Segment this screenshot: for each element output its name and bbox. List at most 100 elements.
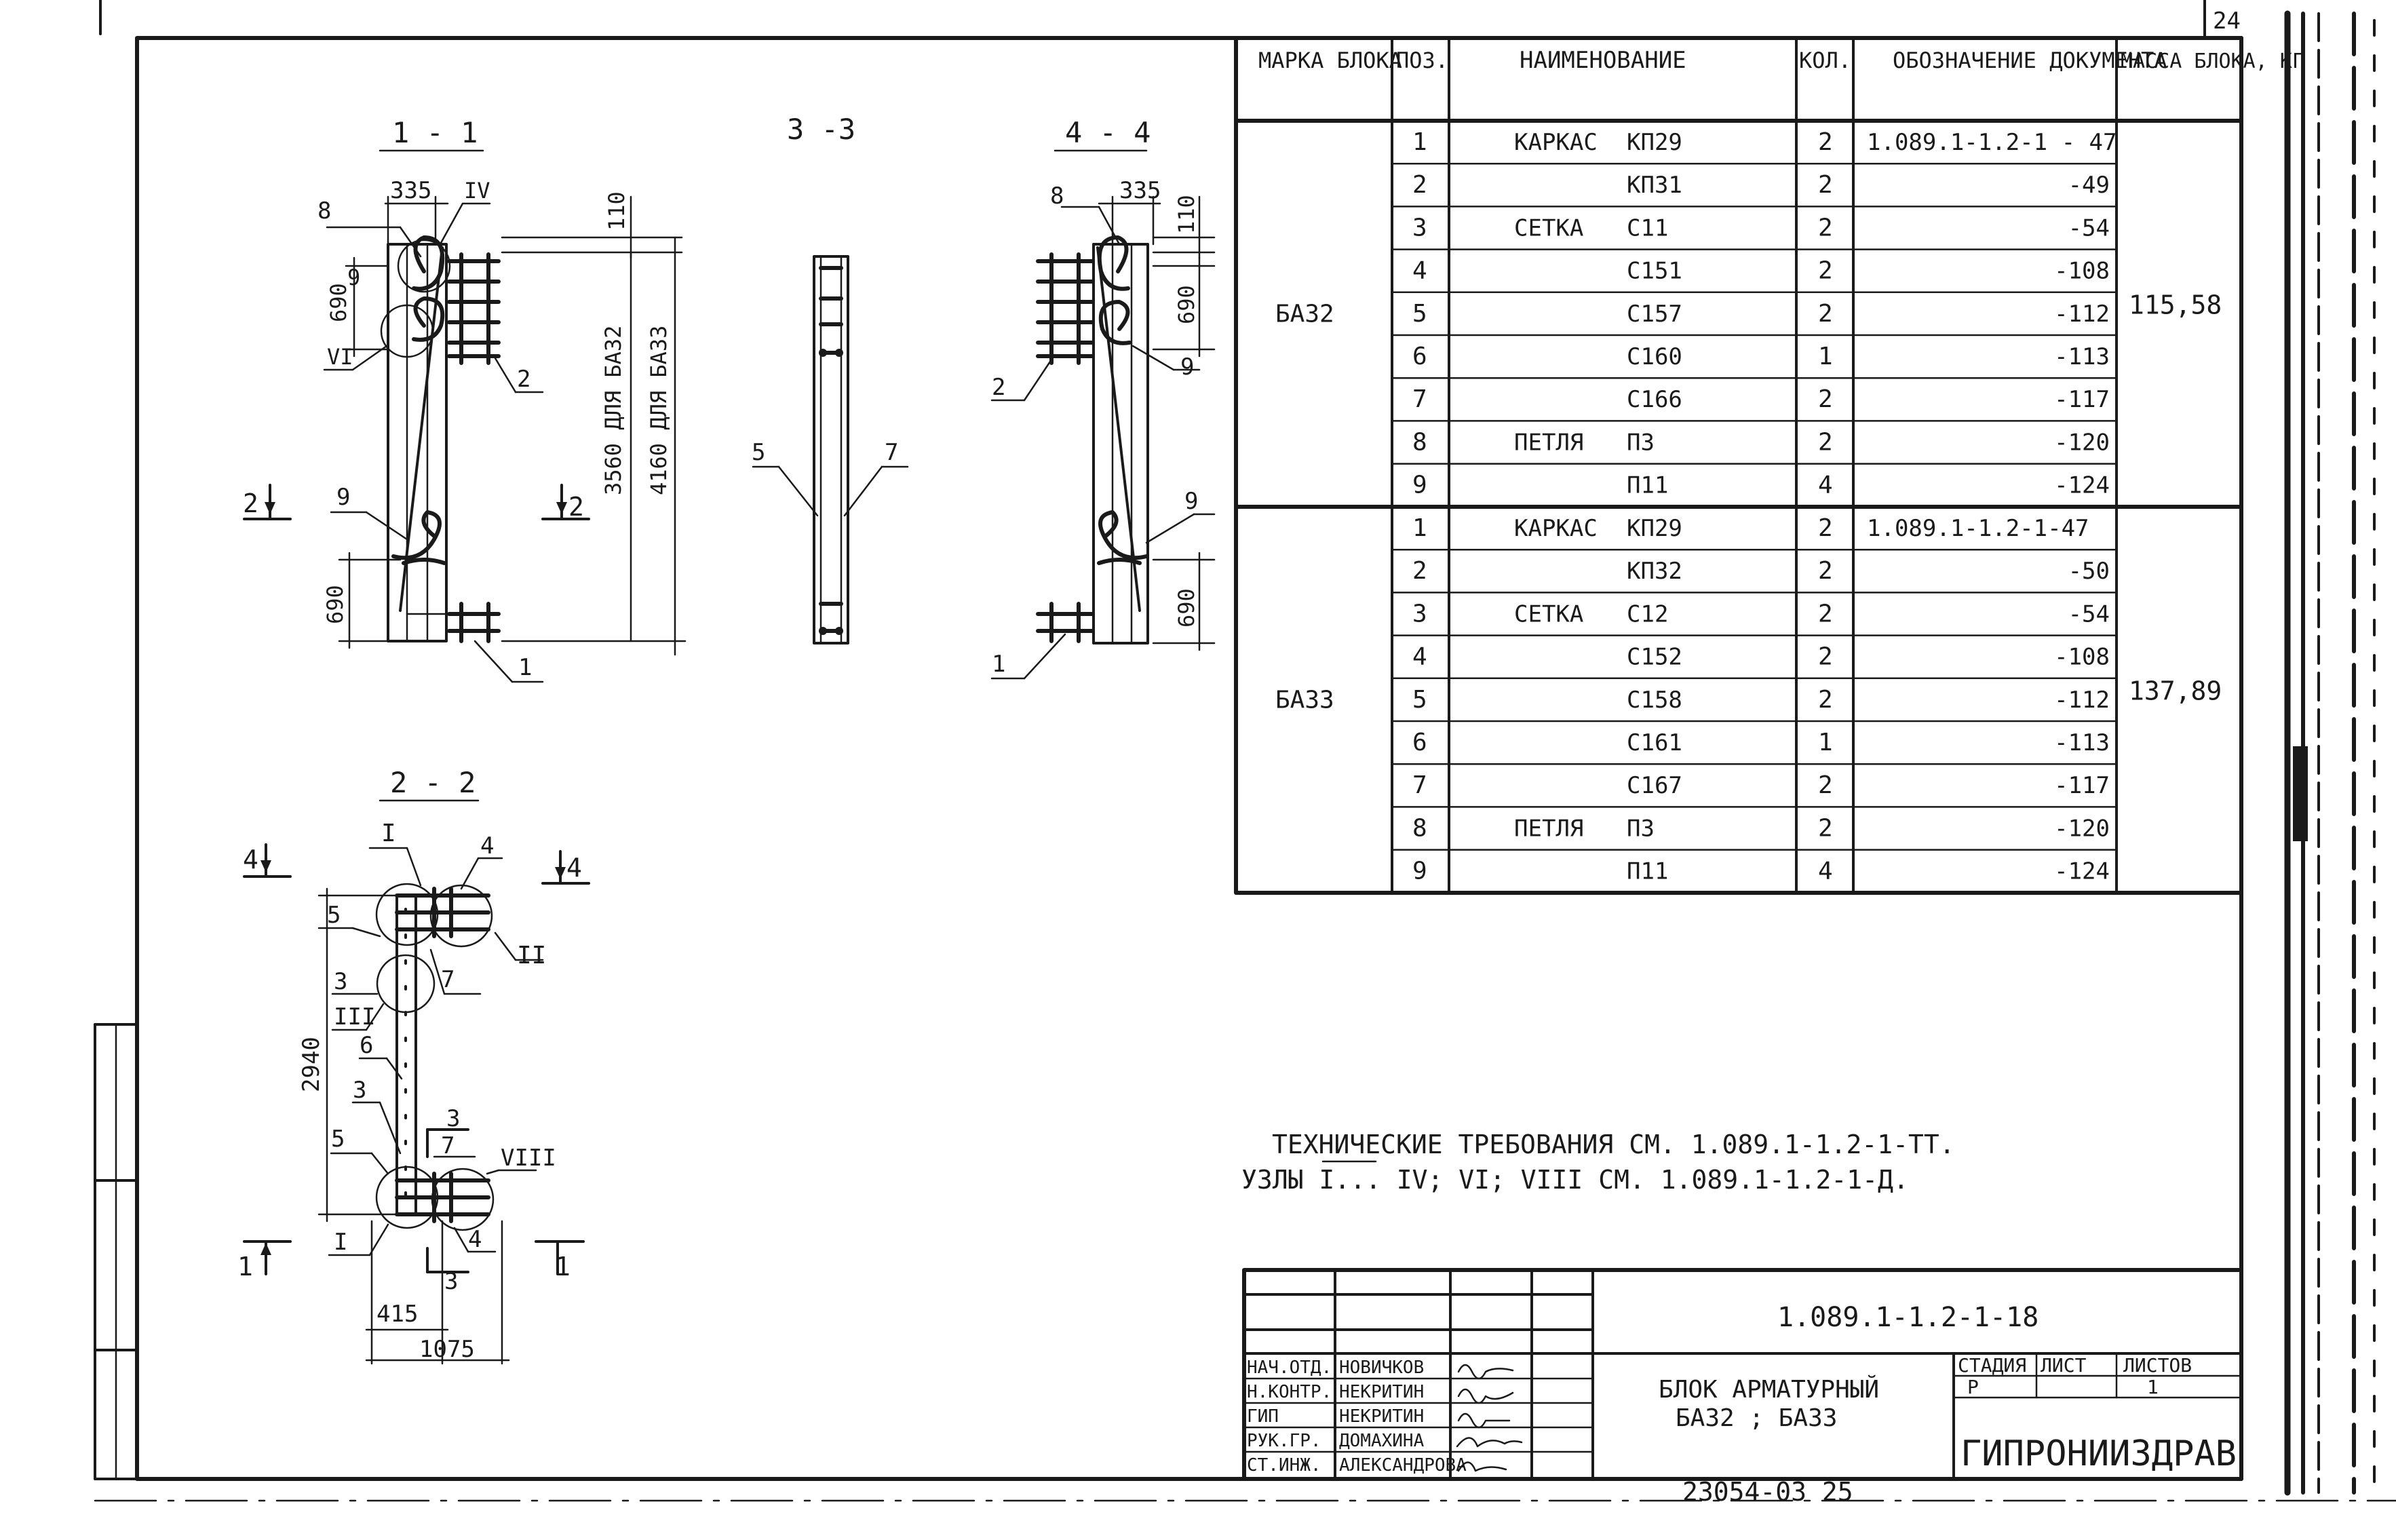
callout-9-v44-top: 9 (1180, 353, 1194, 381)
cell-doc: -113 (2054, 729, 2110, 756)
callout-VI-v11: VI (327, 344, 353, 370)
section-mark-1-left: 1 (237, 1252, 253, 1282)
th-mass: МАССА БЛОКА, КГ (2121, 50, 2304, 73)
bottom-stamp: 23054-03 25 (1682, 1477, 1853, 1507)
cell-qty: 2 (1818, 600, 1833, 628)
note-line-1: ТЕХНИЧЕСКИЕ ТРЕБОВАНИЯ СМ. 1.089.1-1.2-1… (1272, 1130, 1955, 1159)
cell-qty: 4 (1818, 858, 1833, 885)
cell-pos: 4 (1412, 257, 1427, 285)
cell-qty: 2 (1818, 686, 1833, 714)
cell-type: ПЕТЛЯ (1514, 815, 1583, 842)
cell-code: КП32 (1627, 558, 1682, 585)
cell-doc: 1.089.1-1.2-1 - 47 (1867, 129, 2117, 156)
view-1-1: 335 110 3560 ДЛЯ БА32 4160 ДЛЯ БА33 690 … (243, 177, 687, 683)
section-mark-4-right: 4 (566, 853, 582, 883)
cell-pos: 2 (1412, 171, 1427, 199)
sheets-value: 1 (2147, 1376, 2159, 1398)
cell-qty: 2 (1818, 643, 1833, 671)
callout-7-v33: 7 (885, 439, 898, 466)
dim-2940: 2940 (298, 1037, 325, 1092)
role-name: ДОМАХИНА (1339, 1431, 1425, 1451)
cell-doc: -54 (2068, 214, 2110, 242)
cell-pos: 2 (1412, 557, 1427, 585)
cell-doc: -54 (2068, 600, 2110, 628)
callout-9-v11-bottom: 9 (336, 484, 350, 511)
cell-doc: 1.089.1-1.2-1-47 (1867, 515, 2089, 542)
dim-3560: 3560 ДЛЯ БА32 (600, 326, 626, 495)
cell-qty: 2 (1818, 214, 1833, 242)
section-mark-2-right: 2 (568, 492, 584, 522)
section-title-2-2: 2 - 2 (390, 766, 476, 799)
cell-doc: -49 (2068, 172, 2110, 199)
cell-code: П11 (1627, 472, 1668, 499)
th-doc: ОБОЗНАЧЕНИЕ ДОКУМЕНТА (1893, 47, 2167, 73)
cell-pos: 7 (1412, 771, 1427, 799)
section-title-1-1: 1 - 1 (392, 116, 478, 149)
role-name: АЛЕКСАНДРОВА (1339, 1455, 1467, 1476)
callout-5-low-v22: 5 (331, 1125, 345, 1153)
role-title: РУК.ГР. (1247, 1431, 1321, 1451)
cell-qty: 2 (1818, 128, 1833, 156)
callout-5-top-v22: 5 (327, 902, 341, 929)
section-titles: 1 - 1 3 -3 4 - 4 2 - 2 (379, 113, 1151, 802)
cell-pos: 3 (1412, 600, 1427, 628)
cell-code: С158 (1627, 687, 1682, 714)
cell-doc: -113 (2054, 343, 2110, 370)
cell-doc: -117 (2054, 386, 2110, 413)
dim-110-v44: 110 (1174, 195, 1199, 234)
cell-doc: -124 (2054, 858, 2110, 885)
role-name: НОВИЧКОВ (1339, 1358, 1424, 1378)
cell-pos: 5 (1412, 300, 1427, 328)
callout-I-top-v22: I (381, 820, 396, 847)
cell-pos: 5 (1412, 686, 1427, 714)
dim-1075: 1075 (419, 1336, 475, 1363)
th-mark: МАРКА БЛОКА (1258, 47, 1402, 73)
cell-pos: 1 (1412, 514, 1427, 542)
cell-code: С12 (1627, 600, 1668, 628)
cell-pos: 6 (1412, 343, 1427, 370)
callout-3-sect-bottom: 3 (444, 1268, 458, 1295)
cell-type: КАРКАС (1514, 129, 1598, 156)
th-name: НАИМЕНОВАНИЕ (1520, 47, 1686, 74)
cell-code: С167 (1627, 772, 1682, 799)
cell-pos: 8 (1412, 814, 1427, 842)
dim-110-v11: 110 (604, 191, 630, 231)
cell-pos: 4 (1412, 643, 1427, 671)
cell-qty: 2 (1818, 771, 1833, 799)
cell-doc: -112 (2054, 301, 2110, 328)
cell-pos: 7 (1412, 385, 1427, 413)
callout-3-low-v22: 3 (353, 1077, 366, 1104)
callout-1-v11: 1 (518, 654, 532, 681)
section-title-3-3: 3 -3 (787, 113, 855, 146)
view-4-4: 335 110 690 690 8 2 9 9 1 (990, 177, 1216, 680)
title-line-2: БА32 ; БА33 (1676, 1404, 1837, 1432)
callout-1-v44: 1 (992, 651, 1005, 678)
dim-690-v44-top: 690 (1174, 285, 1199, 324)
cell-qty: 4 (1818, 471, 1833, 499)
callout-6-v22: 6 (360, 1032, 373, 1059)
cell-qty: 1 (1818, 343, 1833, 370)
callout-7-mid-v22: 7 (441, 966, 455, 993)
cell-mark: БА32 (1275, 300, 1334, 328)
cell-qty: 2 (1818, 257, 1833, 285)
callout-9-v11-top: 9 (347, 265, 360, 290)
cell-code: С160 (1627, 343, 1682, 370)
cell-qty: 2 (1818, 171, 1833, 199)
dim-415: 415 (376, 1301, 418, 1328)
cell-code: С11 (1627, 214, 1668, 242)
callout-VIII-v22: VIII (501, 1144, 556, 1172)
callout-8-v44: 8 (1050, 182, 1064, 210)
cell-code: С151 (1627, 258, 1682, 285)
callout-IV-v11: IV (464, 178, 490, 204)
cell-doc: -108 (2054, 644, 2110, 671)
th-pos: ПОЗ. (1396, 47, 1448, 73)
cell-doc: -120 (2054, 429, 2110, 456)
cell-type: СЕТКА (1514, 214, 1583, 242)
view-2-2: 2940 415 1075 I 4 4 4 5 II 3 7 III (237, 820, 590, 1365)
title-block: 1.089.1-1.2-1-18 БЛОК АРМАТУРНЫЙ БА32 ; … (1242, 1268, 2243, 1481)
cell-code: КП31 (1627, 172, 1682, 199)
role-title: СТ.ИНЖ. (1247, 1455, 1321, 1476)
cell-doc: -120 (2054, 815, 2110, 842)
